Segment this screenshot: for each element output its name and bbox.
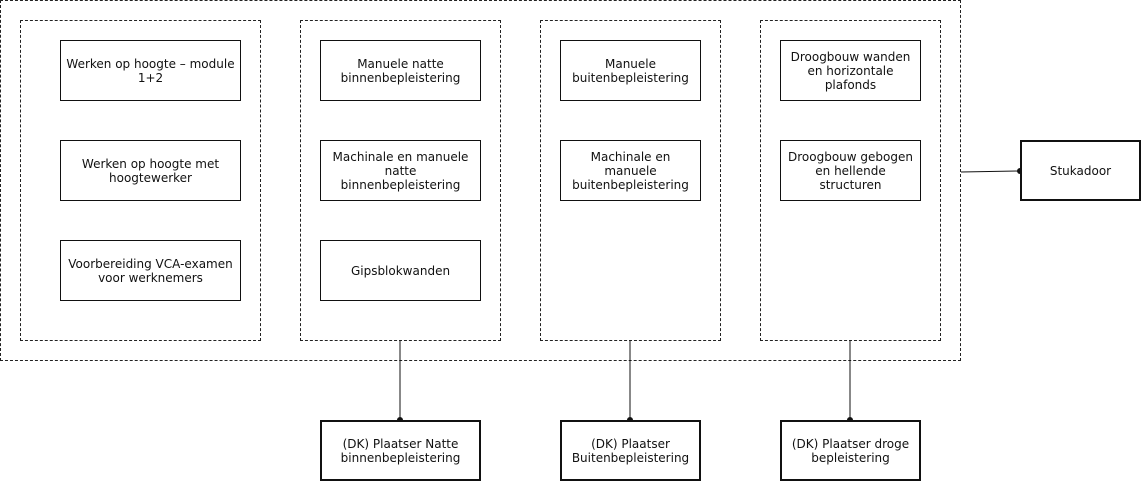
module-label: Machinale en manuele natte binnenbepleis… [332, 149, 469, 192]
module-box[interactable]: Droogbouw gebogen en hellende structuren [780, 140, 921, 201]
module-box[interactable]: Droogbouw wanden en horizontale plafonds [780, 40, 921, 101]
output-label: (DK) Plaatser Natte binnenbepleistering [340, 436, 461, 465]
outer-group [0, 0, 961, 361]
module-box[interactable]: Gipsblokwanden [320, 240, 481, 301]
module-label: Droogbouw gebogen en hellende structuren [788, 149, 913, 192]
output-label: (DK) Plaatser Buitenbepleistering [571, 436, 690, 465]
module-box[interactable]: Werken op hoogte met hoogtewerker [60, 140, 241, 201]
column-group-2 [300, 20, 501, 341]
target-box[interactable]: Stukadoor [1020, 140, 1141, 201]
output-label: (DK) Plaatser droge bepleistering [791, 436, 910, 465]
module-box[interactable]: Manuele natte binnenbepleistering [320, 40, 481, 101]
module-label: Werken op hoogte – module 1+2 [66, 56, 235, 85]
column-group-3 [540, 20, 721, 341]
target-label: Stukadoor [1049, 163, 1112, 178]
module-box[interactable]: Voorbereiding VCA-examen voor werknemers [60, 240, 241, 301]
module-label: Werken op hoogte met hoogtewerker [81, 156, 220, 185]
module-label: Manuele buitenbepleistering [572, 56, 689, 85]
output-box[interactable]: (DK) Plaatser Natte binnenbepleistering [320, 420, 481, 481]
module-label: Droogbouw wanden en horizontale plafonds [790, 49, 911, 92]
column-group-4 [760, 20, 941, 341]
output-box[interactable]: (DK) Plaatser droge bepleistering [780, 420, 921, 481]
module-label: Voorbereiding VCA-examen voor werknemers [68, 256, 233, 285]
module-label: Machinale en manuele buitenbepleistering [572, 149, 689, 192]
column-group-1 [20, 20, 261, 341]
output-box[interactable]: (DK) Plaatser Buitenbepleistering [560, 420, 701, 481]
connector-line-target [960, 170, 1021, 173]
module-box[interactable]: Werken op hoogte – module 1+2 [60, 40, 241, 101]
module-box[interactable]: Manuele buitenbepleistering [560, 40, 701, 101]
module-box[interactable]: Machinale en manuele natte binnenbepleis… [320, 140, 481, 201]
module-box[interactable]: Machinale en manuele buitenbepleistering [560, 140, 701, 201]
module-label: Manuele natte binnenbepleistering [340, 56, 461, 85]
module-label: Gipsblokwanden [350, 263, 451, 278]
